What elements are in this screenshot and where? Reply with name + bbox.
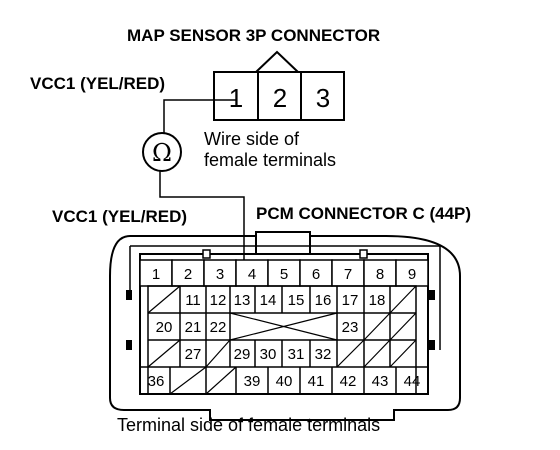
pcm-terminal: 15 [288, 292, 305, 309]
pcm-terminal: 31 [288, 346, 305, 363]
map-terminal: 2 [273, 83, 287, 113]
pcm-terminal: 8 [376, 266, 384, 283]
pcm-row-5-labels: 36 39 40 41 42 43 44 [148, 373, 421, 390]
pcm-connector-title: PCM CONNECTOR C (44P) [256, 204, 471, 223]
pcm-terminal: 40 [276, 373, 293, 390]
map-connector-title: MAP SENSOR 3P CONNECTOR [127, 26, 380, 45]
vcc-label-bottom: VCC1 (YEL/RED) [52, 207, 187, 226]
pcm-terminal: 32 [315, 346, 332, 363]
ohmmeter-symbol: Ω [152, 139, 172, 167]
pcm-row-2-labels: 11 12 13 14 15 16 17 18 [185, 292, 385, 309]
pcm-terminal: 20 [156, 319, 173, 336]
pcm-terminal: 16 [315, 292, 332, 309]
pcm-terminal: 39 [244, 373, 261, 390]
pcm-terminal: 41 [308, 373, 325, 390]
pcm-row-1 [139, 259, 429, 287]
map-connector-body [213, 71, 345, 121]
pcm-terminal: 30 [260, 346, 277, 363]
pcm-terminal: 6 [312, 266, 320, 283]
pcm-grid [140, 285, 428, 395]
pcm-terminal: 43 [372, 373, 389, 390]
pcm-terminal: 14 [260, 292, 277, 309]
pcm-terminal: 36 [148, 373, 165, 390]
pcm-terminal: 7 [344, 266, 352, 283]
pcm-terminal: 27 [185, 346, 202, 363]
ohmmeter-icon [142, 132, 182, 172]
pcm-terminal: 22 [210, 319, 227, 336]
pcm-terminal: 23 [342, 319, 359, 336]
pcm-terminal: 29 [234, 346, 251, 363]
pcm-terminal: 13 [234, 292, 251, 309]
pcm-terminal: 5 [280, 266, 288, 283]
pcm-row-3-labels: 20 21 22 23 [156, 319, 359, 336]
blocked-cavities [147, 285, 417, 395]
pcm-lock-tab [255, 231, 311, 255]
pcm-terminal: 4 [248, 266, 256, 283]
wire-side-label-line1: Wire side of [204, 129, 300, 149]
pcm-terminal: 21 [185, 319, 202, 336]
pcm-terminal: 18 [369, 292, 386, 309]
map-terminal: 1 [229, 83, 243, 113]
pcm-terminal: 42 [340, 373, 357, 390]
wire-side-label-line2: female terminals [204, 150, 336, 170]
pcm-terminal: 11 [185, 292, 201, 309]
pcm-terminal: 9 [408, 266, 416, 283]
pcm-row-1-labels: 1 2 3 4 5 6 7 8 9 [152, 266, 416, 283]
map-terminal: 3 [316, 83, 330, 113]
pcm-terminal: 1 [152, 266, 160, 283]
pcm-connector [109, 231, 461, 421]
pcm-terminal: 12 [210, 292, 227, 309]
test-lead [142, 99, 245, 272]
terminal-side-label: Terminal side of female terminals [117, 415, 380, 435]
vcc-label-top: VCC1 (YEL/RED) [30, 74, 165, 93]
pcm-terminal: 17 [342, 292, 359, 309]
pcm-terminal: 2 [184, 266, 192, 283]
pcm-outer-housing [109, 235, 461, 421]
pcm-terminal: 3 [216, 266, 224, 283]
map-connector-key [255, 50, 299, 73]
pcm-terminal: 44 [404, 373, 421, 390]
map-connector [213, 50, 345, 121]
pcm-row-4-labels: 27 29 30 31 32 [185, 346, 332, 363]
